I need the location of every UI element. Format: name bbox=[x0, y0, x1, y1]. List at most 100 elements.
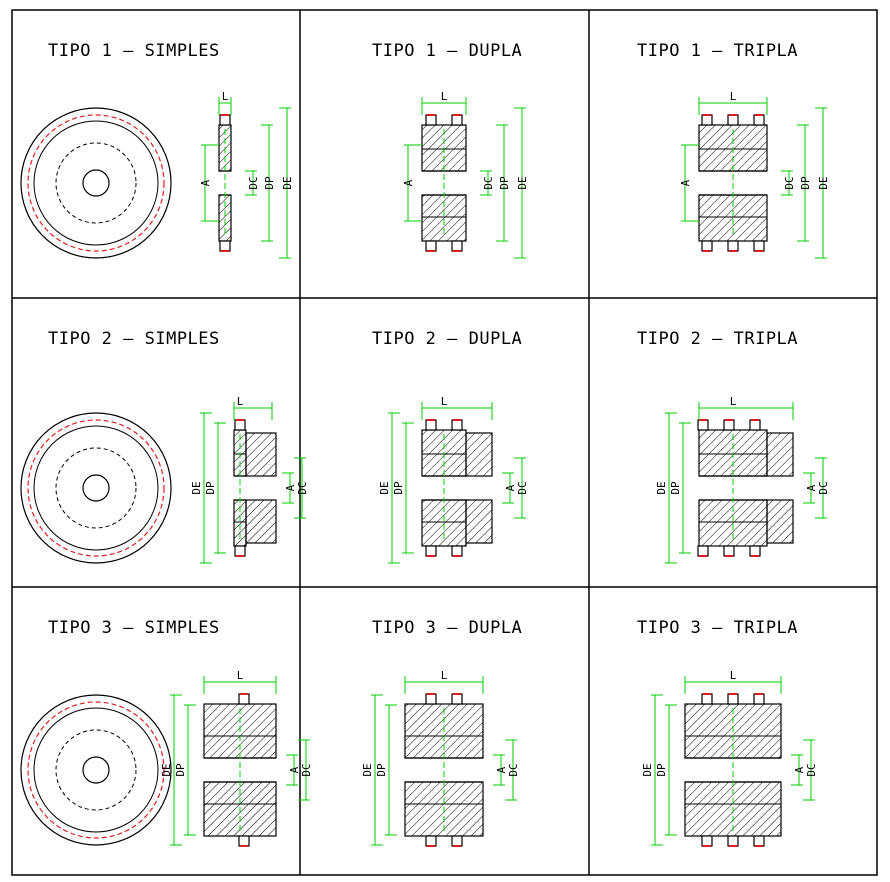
tooth-top bbox=[238, 693, 250, 705]
pitch-circle bbox=[27, 701, 165, 839]
hub-lower bbox=[465, 499, 493, 544]
tooth-bottom bbox=[425, 240, 437, 252]
outer-circle bbox=[20, 107, 172, 259]
dim-bore-label: A bbox=[504, 484, 517, 491]
tooth-bottom bbox=[749, 545, 761, 557]
root-circle bbox=[33, 707, 159, 833]
tooth-bottom bbox=[425, 545, 437, 557]
dim-outer-label: DE bbox=[160, 763, 173, 776]
tooth-bottom bbox=[701, 240, 713, 252]
side-section-view bbox=[698, 114, 768, 252]
dim-L-label: L bbox=[441, 395, 448, 408]
tooth-bottom bbox=[753, 835, 765, 847]
dim-outer-label: DE bbox=[361, 763, 374, 776]
bore-circle bbox=[82, 474, 110, 502]
side-section-view bbox=[421, 114, 467, 252]
dim-hub-label: DC bbox=[507, 763, 520, 776]
hub-lower bbox=[245, 499, 277, 544]
tooth-top bbox=[219, 114, 231, 126]
pitch-circle bbox=[27, 419, 165, 557]
tooth-top bbox=[451, 419, 463, 431]
tooth-top bbox=[697, 419, 709, 431]
cell-title: TIPO 3 – TRIPLA bbox=[637, 618, 798, 638]
cell-title: TIPO 3 – DUPLA bbox=[372, 618, 522, 638]
cell-title: TIPO 1 – TRIPLA bbox=[637, 41, 798, 61]
tooth-bottom bbox=[451, 240, 463, 252]
outer-circle bbox=[20, 412, 172, 564]
dim-outer-label: DE bbox=[281, 176, 294, 189]
tooth-top bbox=[723, 419, 735, 431]
tooth-top bbox=[425, 693, 437, 705]
dim-L-label: L bbox=[222, 90, 229, 103]
tooth-top bbox=[234, 419, 246, 431]
tooth-bottom bbox=[425, 835, 437, 847]
dim-L-label: L bbox=[441, 90, 448, 103]
front-view-disc bbox=[20, 412, 172, 564]
dim-hub-label: DC bbox=[783, 176, 796, 189]
tooth-top bbox=[451, 114, 463, 126]
dim-primitive-label: DP bbox=[174, 763, 187, 777]
front-view-disc bbox=[20, 107, 172, 259]
tooth-bottom bbox=[697, 545, 709, 557]
dim-outer-label: DE bbox=[378, 481, 391, 494]
cell-title: TIPO 2 – DUPLA bbox=[372, 329, 522, 349]
dim-L-label: L bbox=[237, 395, 244, 408]
dim-hub-label: DC bbox=[817, 481, 830, 494]
dim-bore-label: A bbox=[199, 179, 212, 186]
bore-circle bbox=[82, 169, 110, 197]
dim-primitive-label: DP bbox=[655, 763, 668, 777]
hub-upper bbox=[766, 432, 794, 477]
tooth-bottom bbox=[701, 835, 713, 847]
tooth-bottom bbox=[238, 835, 250, 847]
side-section-view bbox=[421, 419, 493, 557]
hub-upper bbox=[245, 432, 277, 477]
tooth-bottom bbox=[219, 240, 231, 252]
hub-lower bbox=[766, 499, 794, 544]
tooth-top bbox=[753, 693, 765, 705]
dim-primitive-label: DP bbox=[375, 763, 388, 777]
side-section-view bbox=[697, 419, 794, 557]
tooth-top bbox=[701, 114, 713, 126]
cell-title: TIPO 1 – SIMPLES bbox=[48, 41, 220, 61]
tooth-top bbox=[727, 114, 739, 126]
dim-L-label: L bbox=[730, 669, 737, 682]
bore-circle bbox=[82, 756, 110, 784]
side-section-view bbox=[218, 114, 232, 252]
tooth-bottom bbox=[451, 835, 463, 847]
root-circle bbox=[33, 425, 159, 551]
cell-title: TIPO 3 – SIMPLES bbox=[48, 618, 220, 638]
dim-primitive-label: DP bbox=[799, 176, 812, 190]
dim-hub-label: DC bbox=[296, 481, 309, 494]
dim-bore-label: A bbox=[793, 766, 806, 773]
grid-frame bbox=[11, 9, 878, 876]
front-view-disc bbox=[20, 694, 172, 846]
dim-primitive-label: DP bbox=[498, 176, 511, 190]
dim-bore-label: A bbox=[495, 766, 508, 773]
tooth-top bbox=[425, 114, 437, 126]
dim-bore-label: A bbox=[288, 766, 301, 773]
dim-primitive-label: DP bbox=[392, 481, 405, 495]
tooth-top bbox=[451, 693, 463, 705]
dim-primitive-label: DP bbox=[263, 176, 276, 190]
dim-outer-label: DE bbox=[817, 176, 830, 189]
side-section-view bbox=[233, 419, 277, 557]
dim-bore-label: A bbox=[679, 179, 692, 186]
tooth-top bbox=[425, 419, 437, 431]
tooth-top bbox=[701, 693, 713, 705]
cell-title: TIPO 1 – DUPLA bbox=[372, 41, 522, 61]
